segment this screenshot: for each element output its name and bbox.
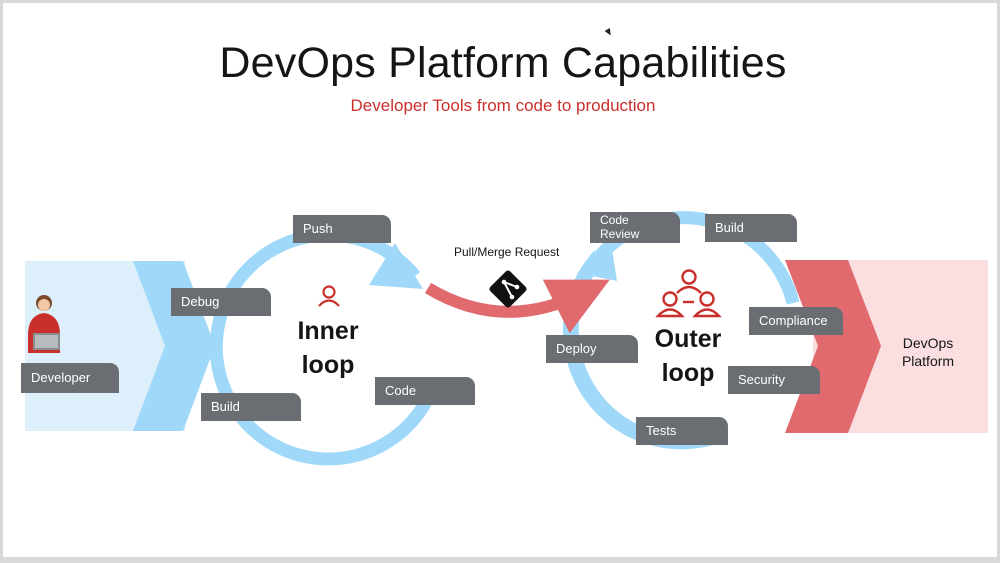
inner-step-debug: Debug (171, 288, 271, 316)
devops-platform-label-line2: Platform (901, 353, 955, 370)
inner-loop-arrowhead (369, 243, 423, 289)
inner-step-push: Push (293, 215, 391, 243)
devops-loop-diagram (25, 211, 988, 466)
outer-loop-title-line2: loop (661, 358, 715, 387)
outer-step-tests: Tests (636, 417, 728, 445)
page-title: DevOps Platform Capabilities (219, 39, 787, 87)
inner-step-build: Build (201, 393, 301, 421)
devops-platform-label: DevOps Platform (883, 334, 973, 370)
inner-loop-title: Inner loop (258, 315, 398, 383)
devops-platform-label-line1: DevOps (902, 335, 954, 351)
outer-loop-arrowhead (577, 243, 617, 281)
page-subtitle: Developer Tools from code to production (350, 96, 656, 115)
user-icon (318, 285, 340, 307)
outer-loop-title-line1: Outer (654, 325, 722, 353)
team-icon (655, 269, 722, 318)
git-branch-icon (501, 279, 520, 300)
outer-step-deploy: Deploy (546, 335, 638, 363)
outer-step-code-review: Code Review (590, 212, 680, 243)
inner-loop-title-line1: Inner (297, 317, 359, 345)
developer-avatar-icon (28, 295, 60, 353)
inner-loop-title-line2: loop (301, 350, 355, 379)
outer-loop-title: Outer loop (618, 323, 758, 391)
pull-request-arc (424, 279, 610, 334)
outer-step-build: Build (705, 214, 797, 242)
outer-step-compliance: Compliance (749, 307, 843, 335)
developer-label: Developer (21, 363, 119, 393)
inner-step-code: Code (375, 377, 475, 405)
outer-step-security: Security (728, 366, 820, 394)
pull-merge-request-label: Pull/Merge Request (454, 245, 560, 259)
